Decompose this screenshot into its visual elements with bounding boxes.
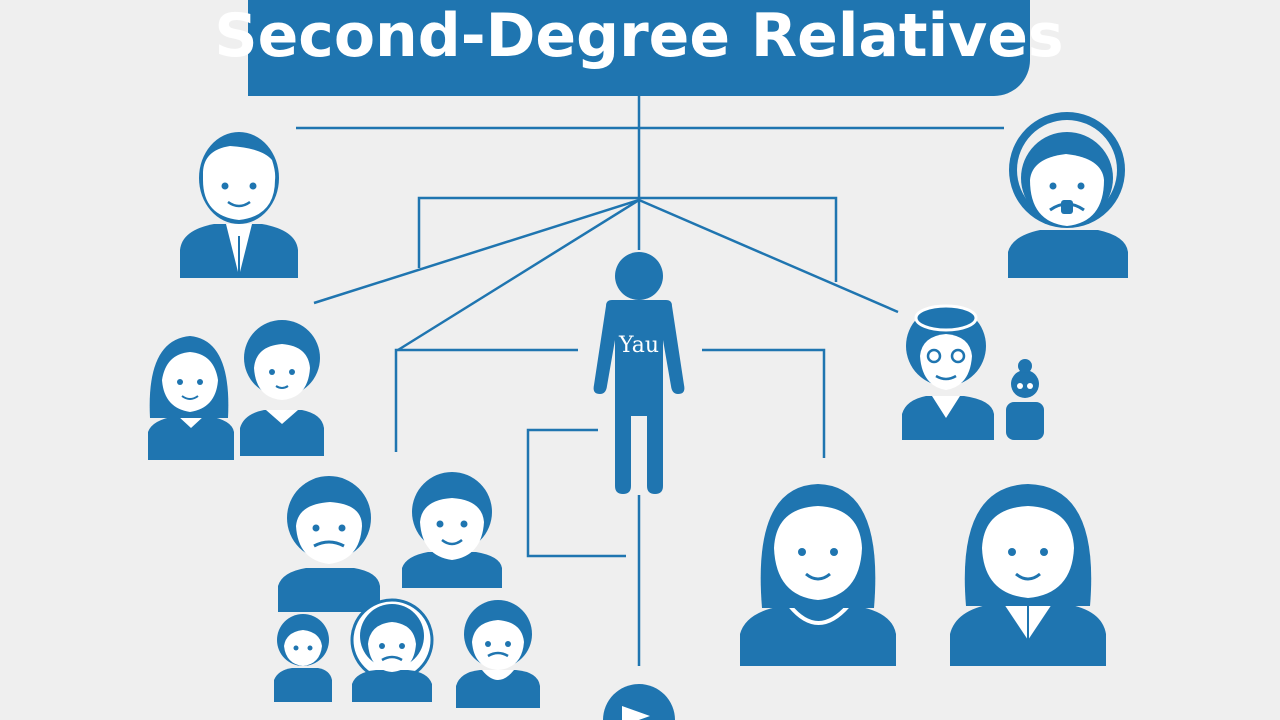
- you-icon: Yau: [593, 252, 685, 494]
- connector-line: [397, 198, 640, 352]
- connector-line: [638, 198, 899, 314]
- grandfather-icon: [180, 132, 298, 278]
- niece-icon: [740, 484, 896, 666]
- connector-line: [394, 348, 578, 452]
- grandparent-with-child-icon: [902, 304, 1044, 440]
- aunt-icon: [148, 336, 234, 460]
- connector-line: [417, 196, 838, 282]
- connector-line: [526, 428, 626, 558]
- cousin-group-icon: [274, 472, 540, 708]
- you-label: Yau: [618, 333, 659, 358]
- nephew-icon: [950, 484, 1106, 666]
- title-banner: Second-Degree Relatives: [214, 0, 1064, 96]
- uncle-icon: [240, 320, 324, 456]
- connector-lines: [296, 96, 1004, 666]
- bottom-person-icon: [603, 684, 675, 720]
- page-title: Second-Degree Relatives: [214, 1, 1064, 71]
- connector-line: [313, 198, 640, 305]
- connector-line: [702, 348, 826, 458]
- grandmother-icon: [1008, 112, 1128, 278]
